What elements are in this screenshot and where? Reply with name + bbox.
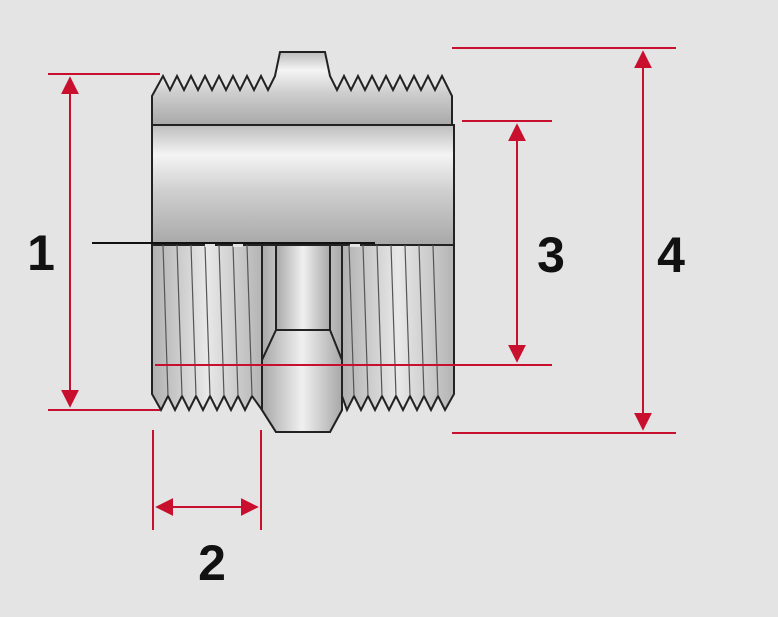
hex-nut-bevel [261,329,343,433]
lower-left-thread [151,244,263,414]
fitting-upper-section [151,51,455,246]
dim-4-label: 4 [657,227,685,283]
dimension-4: 4 [452,47,685,434]
dim-2-label: 2 [198,535,226,591]
top-thread-profile [151,51,453,126]
dim-3-label: 3 [537,227,565,283]
fitting-lower-section [151,244,455,433]
hex-nut-face [275,244,331,331]
dimension-1: 1 [27,73,375,411]
thread-crest-lines [162,244,439,397]
lower-right-thread [341,244,455,413]
bore-wall [151,124,455,246]
dim-1-label: 1 [27,225,55,281]
dimension-2: 2 [152,430,262,591]
dimension-3: 3 [155,120,565,366]
